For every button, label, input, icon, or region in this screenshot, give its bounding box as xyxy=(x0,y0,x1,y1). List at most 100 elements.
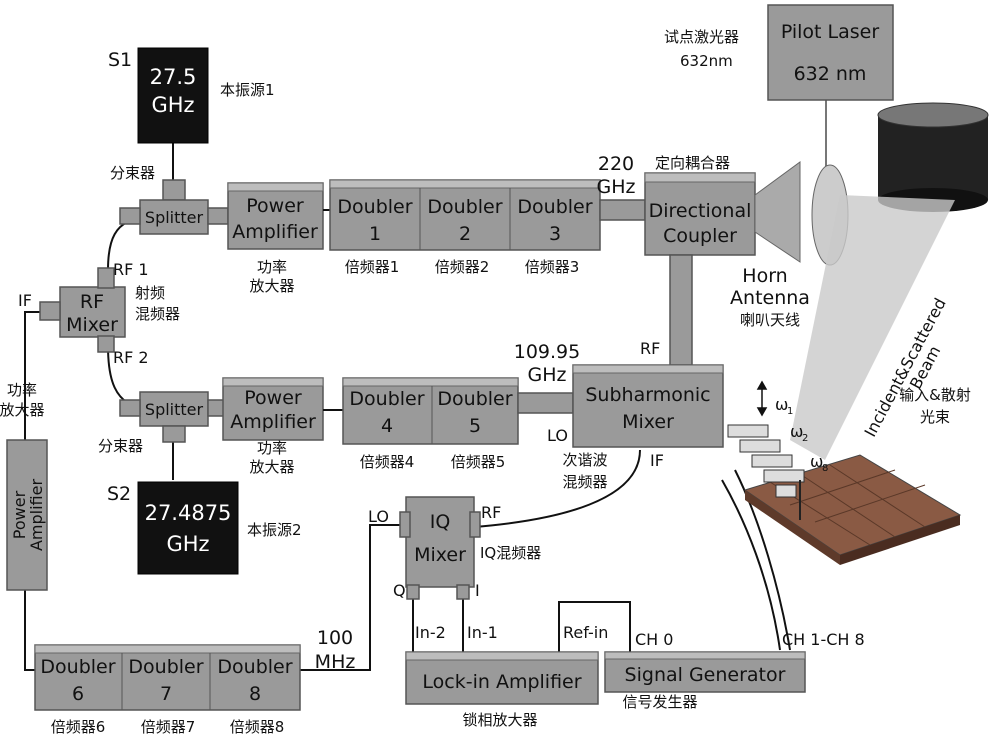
svg-text:倍频器2: 倍频器2 xyxy=(435,258,490,276)
pa-bottom-cn1: 功率 xyxy=(257,439,287,457)
subharmonic-cn2: 混频器 xyxy=(562,473,607,491)
doubler-7: Doubler 7 倍频器7 xyxy=(128,656,203,736)
svg-text:Doubler: Doubler xyxy=(427,196,502,218)
siggen-ch18: CH 1-CH 8 xyxy=(782,630,865,649)
iq-mixer: IQ Mixer LO RF Q I IQ混频器 xyxy=(368,496,541,600)
lockin-cn: 锁相放大器 xyxy=(462,711,537,729)
svg-text:2: 2 xyxy=(459,223,471,245)
doubler-6: Doubler 6 倍频器6 xyxy=(40,656,115,736)
coupler-port-rf: RF xyxy=(640,339,660,358)
source1-cn: 本振源1 xyxy=(220,81,275,99)
pa-bottom-label2: Amplifier xyxy=(230,411,316,433)
pilot-laser: 试点激光器 632nm Pilot Laser 632 nm xyxy=(664,4,894,101)
power-amplifier-top: Power Amplifier 功率 放大器 xyxy=(227,182,324,295)
doubler-1: Doubler 1 倍频器1 xyxy=(337,196,412,276)
svg-text:倍频器5: 倍频器5 xyxy=(451,453,506,471)
pa-side-label1: Power xyxy=(10,490,29,539)
svg-text:6: 6 xyxy=(72,683,84,705)
svg-text:Doubler: Doubler xyxy=(217,656,292,678)
svg-text:倍频器4: 倍频器4 xyxy=(360,453,415,471)
signal-generator: Signal Generator CH 0 CH 1-CH 8 信号发生器 xyxy=(604,630,865,711)
pa-bottom-cn2: 放大器 xyxy=(249,458,294,476)
pa-top-cn1: 功率 xyxy=(257,258,287,276)
source-s2: S2 27.4875 GHz 本振源2 xyxy=(107,481,302,575)
doubler-5: Doubler 5 倍频器5 xyxy=(437,388,512,471)
siggen-label: Signal Generator xyxy=(625,664,786,686)
svg-text:倍频器6: 倍频器6 xyxy=(51,718,106,736)
svg-text:8: 8 xyxy=(249,683,261,705)
doubler-chain-bottom: Doubler 6 倍频器6 Doubler 7 倍频器7 Doubler 8 … xyxy=(34,644,301,736)
horn-label1: Horn xyxy=(742,265,787,287)
pa-top-label2: Amplifier xyxy=(232,221,318,243)
coupler-cn: 定向耦合器 xyxy=(655,154,730,172)
freq-100-1: 100 xyxy=(317,627,353,649)
power-amplifier-side: 功率 放大器 Power Amplifier xyxy=(0,381,48,591)
splitter-bottom-label: Splitter xyxy=(145,400,204,419)
source1-unit: GHz xyxy=(151,93,194,117)
svg-text:Doubler: Doubler xyxy=(349,388,424,410)
iq-mixer-cn: IQ混频器 xyxy=(480,544,541,562)
splitter-top: 分束器 Splitter xyxy=(110,164,229,235)
subharmonic-port-if: IF xyxy=(650,451,664,470)
splitter-bottom-cn: 分束器 xyxy=(98,437,143,455)
splitter-top-label: Splitter xyxy=(145,208,204,227)
doubler-8: Doubler 8 倍频器8 xyxy=(217,656,292,736)
iq-port-i: I xyxy=(475,581,480,600)
source2-tag: S2 xyxy=(107,483,131,505)
splitter-top-cn: 分束器 xyxy=(110,164,155,182)
svg-text:Doubler: Doubler xyxy=(128,656,203,678)
pa-side-cn1: 功率 xyxy=(7,381,37,399)
beam: Incident&Scattered Beam 输入&散射 光束 xyxy=(790,195,971,460)
freq-10995-2: GHz xyxy=(528,364,567,386)
subharmonic-label2: Mixer xyxy=(622,411,674,433)
pilot-label1: Pilot Laser xyxy=(781,21,880,43)
iq-port-q: Q xyxy=(393,581,406,600)
rf-mixer-label2: Mixer xyxy=(66,314,118,336)
iq-port-rf: RF xyxy=(481,503,501,522)
pilot-cn: 试点激光器 xyxy=(664,28,739,46)
freq-220-2: GHz xyxy=(597,176,636,198)
subharmonic-label1: Subharmonic xyxy=(585,384,710,406)
rf-mixer-label1: RF xyxy=(80,291,104,313)
mirror-cylinder xyxy=(877,102,989,212)
horn-label2: Antenna xyxy=(730,287,810,309)
doubler-chain-top: Doubler 1 倍频器1 Doubler 2 倍频器2 Doubler 3 … xyxy=(323,179,646,276)
source1-box xyxy=(137,47,209,144)
svg-text:4: 4 xyxy=(381,415,393,437)
source2-freq: 27.4875 xyxy=(145,501,232,525)
subharmonic-cn1: 次谐波 xyxy=(562,451,607,469)
svg-text:倍频器7: 倍频器7 xyxy=(141,718,196,736)
siggen-cn: 信号发生器 xyxy=(622,693,697,711)
doubler-3: Doubler 3 倍频器3 xyxy=(517,196,592,276)
sample-stage: ω 1 ω 2 ω 8 xyxy=(727,380,962,565)
source2-cn: 本振源2 xyxy=(247,521,302,539)
freq-100-2: MHz xyxy=(315,651,356,673)
lockin-in1: In-1 xyxy=(467,623,498,642)
svg-text:8: 8 xyxy=(822,463,828,474)
pa-top-label1: Power xyxy=(246,195,304,217)
source-s1: S1 27.5 GHz 本振源1 xyxy=(108,47,275,144)
probe-array xyxy=(727,424,805,498)
svg-text:1: 1 xyxy=(369,223,381,245)
source1-freq: 27.5 xyxy=(150,65,197,89)
rf-mixer-cn1: 射频 xyxy=(135,284,165,302)
rf-mixer-cn2: 混频器 xyxy=(135,305,180,323)
horn-cn: 喇叭天线 xyxy=(740,311,800,329)
doubler-2: Doubler 2 倍频器2 xyxy=(427,196,502,276)
svg-text:ω: ω xyxy=(775,395,788,414)
source2-unit: GHz xyxy=(166,532,209,556)
iq-port-lo: LO xyxy=(368,507,389,526)
pa-side-cn2: 放大器 xyxy=(0,401,45,419)
doubler-4: Doubler 4 倍频器4 xyxy=(349,388,424,471)
svg-text:ω: ω xyxy=(810,452,823,471)
freq-labels: 220 GHz 109.95 GHz 100 MHz xyxy=(315,153,636,673)
pilot-label2: 632 nm xyxy=(794,63,867,85)
svg-text:1: 1 xyxy=(787,406,793,417)
svg-text:2: 2 xyxy=(802,433,808,444)
freq-10995-1: 109.95 xyxy=(514,341,580,363)
svg-text:7: 7 xyxy=(160,683,172,705)
freq-220-1: 220 xyxy=(598,153,634,175)
pilot-cn2: 632nm xyxy=(680,52,733,70)
pa-side-label2: Amplifier xyxy=(27,479,46,552)
beam-cn2: 光束 xyxy=(920,408,950,426)
